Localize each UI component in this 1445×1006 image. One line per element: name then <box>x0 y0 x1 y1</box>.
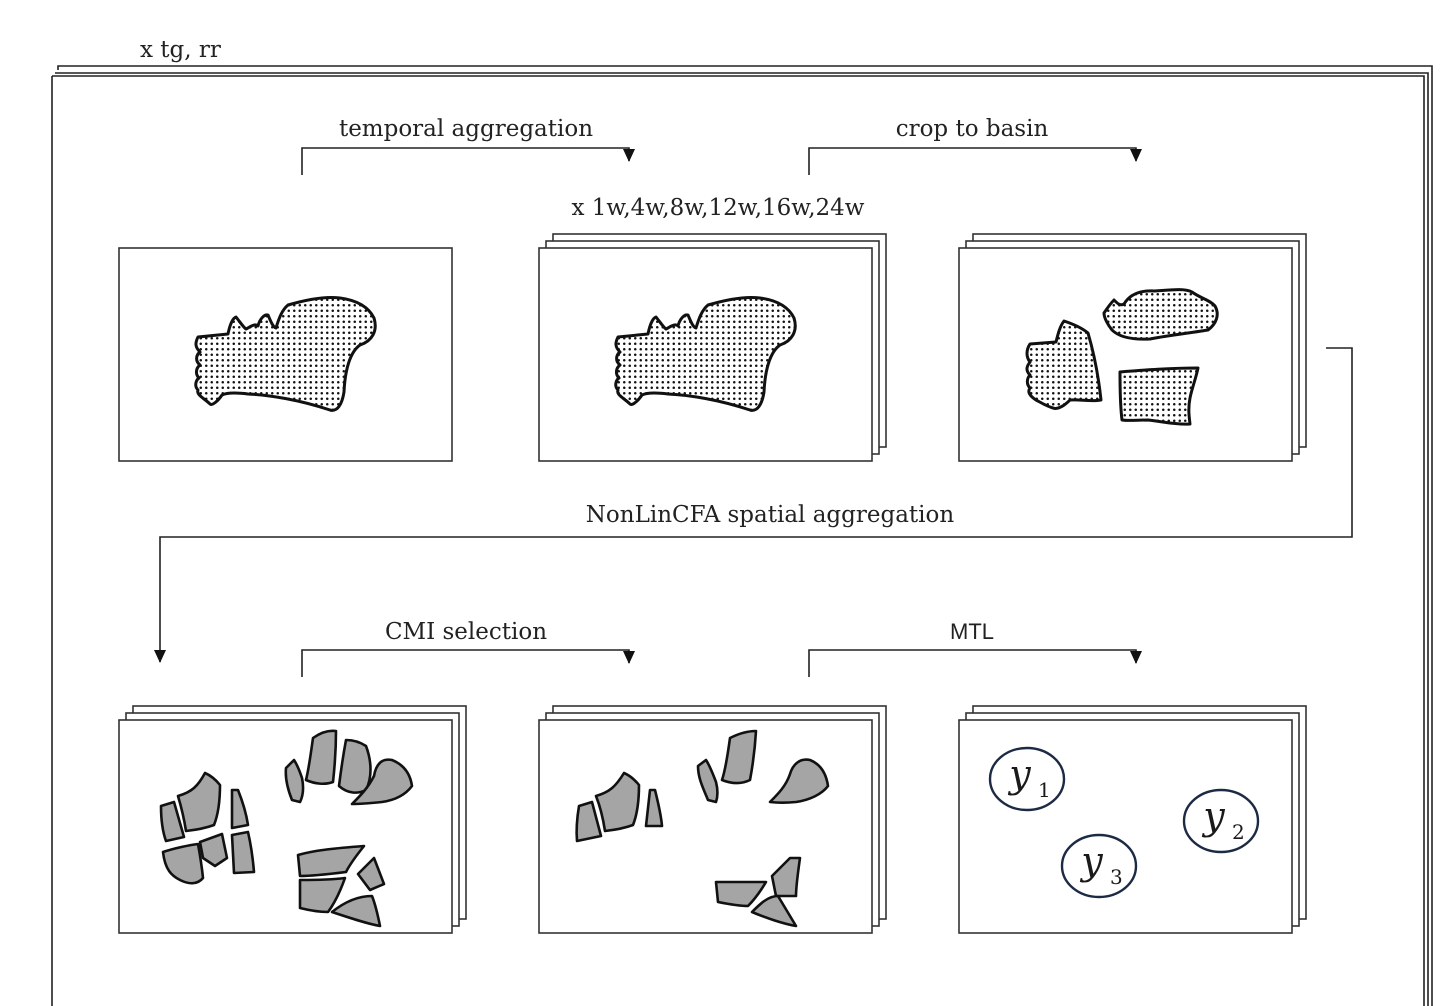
mtl-connector <box>808 649 1142 677</box>
panel-cropped-basins <box>958 233 1307 462</box>
panel-selected-regions <box>538 705 887 934</box>
region-shape <box>284 758 305 804</box>
svg-text:1: 1 <box>1038 778 1051 802</box>
region-shape <box>594 771 641 833</box>
region-shape <box>768 758 830 805</box>
region-shape <box>350 758 414 806</box>
cmi-selection-label: CMI selection <box>385 619 547 645</box>
basin-fragment-left <box>1025 319 1103 410</box>
nonlincfa-label: NonLinCFA spatial aggregation <box>586 502 955 528</box>
outer-label: x tg, rr <box>140 37 221 63</box>
panel-original-map <box>118 247 453 462</box>
region-shape <box>230 788 250 830</box>
svg-text:y: y <box>1079 839 1103 883</box>
basin-fragment-lower <box>1118 366 1200 426</box>
svg-text:3: 3 <box>1110 865 1123 889</box>
region-shape <box>198 832 229 868</box>
nonlincfa-connector <box>154 347 1353 663</box>
region-shape <box>575 800 603 843</box>
svg-text:y: y <box>1007 752 1031 796</box>
target-y2: y 2 <box>1182 788 1260 854</box>
basin-region-shape <box>194 296 377 412</box>
region-shape <box>770 856 802 898</box>
region-shape <box>298 876 347 914</box>
region-shape <box>159 800 186 843</box>
basin-region-shape <box>614 296 797 412</box>
svg-text:y: y <box>1201 794 1225 838</box>
basin-fragment-upper <box>1102 288 1219 341</box>
target-y1: y 1 <box>988 746 1066 812</box>
region-shape <box>644 788 664 828</box>
region-shape <box>176 771 222 833</box>
region-shape <box>356 856 386 892</box>
region-shape <box>750 894 798 928</box>
crop-to-basin-label: crop to basin <box>896 116 1049 142</box>
mtl-label: MTL <box>950 619 994 644</box>
region-shape <box>296 844 366 878</box>
region-shape <box>161 842 205 885</box>
cmi-selection-connector <box>301 649 635 677</box>
region-shape <box>330 894 382 928</box>
region-shape <box>714 880 768 908</box>
temporal-aggregation-label: temporal aggregation <box>339 116 593 142</box>
svg-text:2: 2 <box>1232 820 1245 844</box>
panel-temporal-stack <box>538 233 887 462</box>
stack-label: x 1w,4w,8w,12w,16w,24w <box>571 195 864 221</box>
region-shape <box>720 729 758 785</box>
target-y3: y 3 <box>1060 833 1138 899</box>
region-shape <box>696 758 719 804</box>
region-shape <box>337 738 372 794</box>
region-shape <box>304 729 338 786</box>
crop-to-basin-connector <box>808 147 1142 175</box>
panel-aggregated-regions <box>118 705 467 934</box>
panel-mtl-targets: y 1 y 2 y 3 <box>958 705 1307 934</box>
outer-stack-frame <box>51 65 1433 1006</box>
temporal-aggregation-connector <box>301 147 635 175</box>
region-shape <box>230 830 256 875</box>
